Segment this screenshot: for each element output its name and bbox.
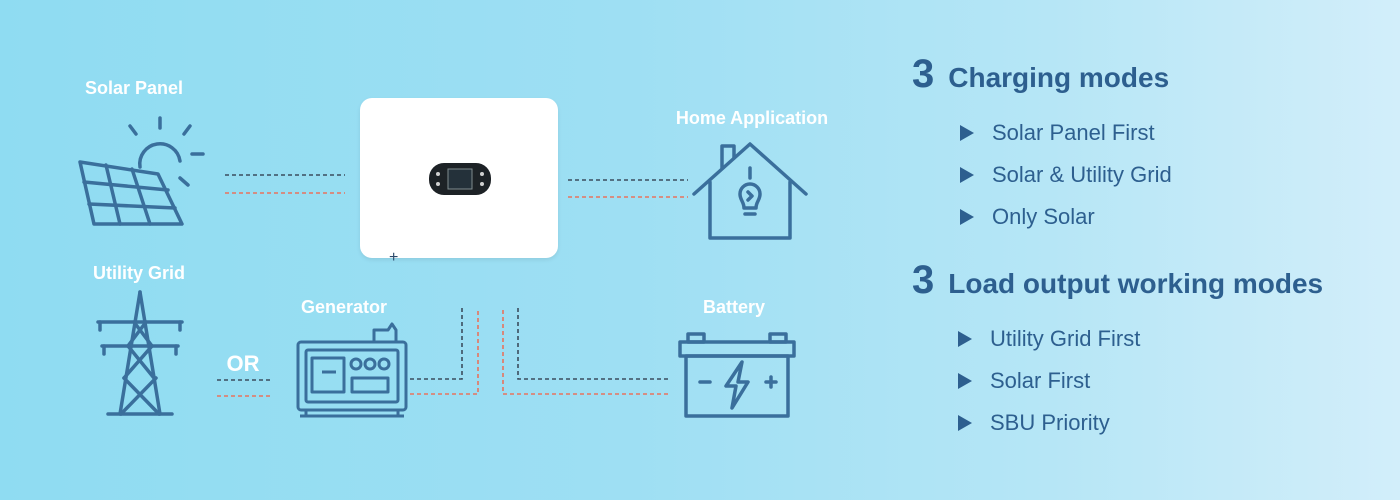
mode-label: SBU Priority — [990, 410, 1110, 435]
generator-icon — [296, 322, 408, 418]
play-arrow-icon — [958, 415, 972, 431]
wire-generator-neutral — [410, 308, 463, 380]
generator-label: Generator — [300, 297, 388, 317]
or-label: OR — [226, 351, 260, 376]
list-item: SBU Priority — [958, 402, 1140, 444]
load-modes-heading: 3 Load output working modes — [912, 258, 1323, 303]
mode-label: Solar Panel First — [992, 120, 1155, 145]
home-application-label: Home Application — [675, 108, 829, 128]
play-arrow-icon — [960, 125, 974, 141]
inverter-device — [360, 98, 558, 258]
solar-panel-icon — [78, 116, 205, 226]
mode-label: Solar First — [990, 368, 1091, 393]
home-application-icon — [692, 142, 808, 240]
play-arrow-icon — [958, 331, 972, 347]
charging-modes-title: Charging modes — [948, 62, 1170, 93]
list-item: Utility Grid First — [958, 318, 1140, 360]
load-modes-title: Load output working modes — [948, 268, 1324, 299]
mode-label: Solar & Utility Grid — [992, 162, 1172, 187]
wire-battery-live — [502, 308, 668, 395]
play-arrow-icon — [960, 167, 974, 183]
list-item: Solar Panel First — [960, 112, 1172, 154]
mode-label: Only Solar — [992, 204, 1095, 229]
load-modes-count: 3 — [912, 258, 935, 302]
mode-label: Utility Grid First — [990, 326, 1141, 351]
modes-panel: 3 Charging modes Solar Panel First Solar… — [912, 0, 1392, 500]
battery-label: Battery — [702, 297, 766, 317]
charging-modes-list: Solar Panel First Solar & Utility Grid O… — [960, 112, 1172, 238]
charging-modes-count: 3 — [912, 52, 935, 96]
wire-generator-live — [410, 308, 479, 395]
list-item: Only Solar — [960, 196, 1172, 238]
load-modes-list: Utility Grid First Solar First SBU Prior… — [958, 318, 1140, 444]
battery-icon — [678, 332, 796, 418]
charging-modes-heading: 3 Charging modes — [912, 52, 1169, 97]
utility-grid-label: Utility Grid — [92, 263, 186, 283]
solar-panel-label: Solar Panel — [84, 78, 184, 98]
wire-battery-neutral — [517, 308, 668, 380]
inverter-terminal-mark: + — [389, 249, 399, 266]
inverter-display-icon — [429, 163, 491, 195]
play-arrow-icon — [960, 209, 974, 225]
play-arrow-icon — [958, 373, 972, 389]
list-item: Solar First — [958, 360, 1140, 402]
utility-tower-icon — [96, 290, 184, 416]
list-item: Solar & Utility Grid — [960, 154, 1172, 196]
